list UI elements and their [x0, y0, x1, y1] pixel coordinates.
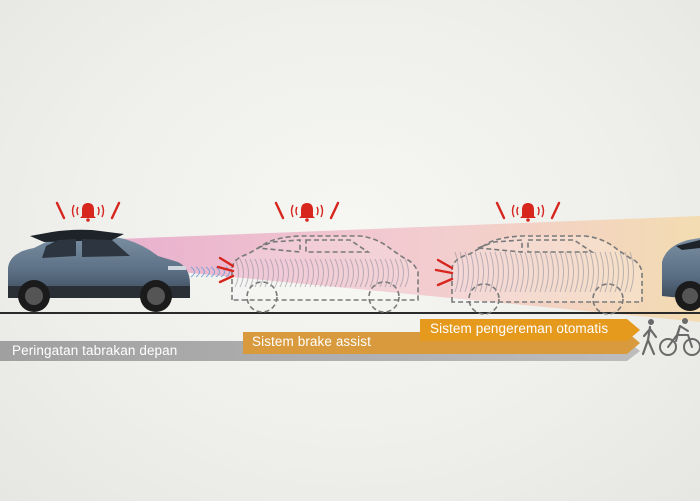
radar-wave-arc [344, 258, 349, 288]
radar-wave-arc [379, 258, 384, 288]
radar-wave-arc [284, 258, 289, 288]
radar-wave-arc [474, 251, 479, 293]
radar-wave-arc [359, 258, 364, 288]
radar-wave-arc [619, 251, 624, 293]
obstacle-car [662, 238, 700, 311]
radar-wave-arc [609, 251, 614, 293]
radar-wave-arc [364, 258, 369, 288]
radar-wave-arc [195, 266, 200, 278]
radar-wave-arc [274, 258, 279, 288]
radar-wave-arc [259, 258, 264, 288]
radar-wave-arc [269, 258, 274, 288]
radar-wave-arc [205, 266, 210, 278]
detection-chevron-1 [216, 256, 235, 284]
radar-wave-arc [215, 266, 220, 278]
alarm-bell-icon [495, 201, 561, 222]
radar-beam [118, 216, 700, 322]
radar-wave-arc [534, 251, 539, 293]
radar-wave-arc [324, 258, 329, 288]
radar-wave-arc [239, 258, 244, 288]
radar-wave-arc [404, 258, 409, 288]
radar-wave-arc [584, 251, 589, 293]
radar-wave-arc [479, 251, 484, 293]
ghost-car-2 [451, 235, 643, 315]
radar-wave-arc [569, 251, 574, 293]
alarm-bell-icon [274, 201, 340, 222]
automatic-braking-bar [420, 319, 640, 341]
radar-wave-arc [314, 258, 319, 288]
radar-wave-arc [309, 258, 314, 288]
radar-wave-arc [299, 258, 304, 288]
radar-wave-arc [200, 266, 205, 278]
radar-waves [190, 251, 634, 293]
radar-wave-arc [564, 251, 569, 293]
radar-wave-arc [394, 258, 399, 288]
radar-wave-arc [459, 251, 464, 293]
radar-wave-arc [589, 251, 594, 293]
radar-wave-arc [524, 251, 529, 293]
radar-wave-arc [499, 251, 504, 293]
cyclist-icon [659, 318, 700, 356]
radar-wave-arc [210, 266, 215, 278]
radar-wave-arc [279, 258, 284, 288]
radar-wave-arc [464, 251, 469, 293]
radar-wave-arc [264, 258, 269, 288]
radar-wave-arc [629, 251, 634, 293]
radar-wave-arc [399, 258, 404, 288]
radar-wave-arc [319, 258, 324, 288]
radar-wave-arc [489, 251, 494, 293]
radar-wave-arc [294, 258, 299, 288]
radar-wave-arc [494, 251, 499, 293]
radar-wave-arc [334, 258, 339, 288]
radar-wave-arc [254, 258, 259, 288]
radar-wave-arc [539, 251, 544, 293]
radar-wave-arc [509, 251, 514, 293]
radar-wave-arc [244, 258, 249, 288]
radar-wave-arc [329, 258, 334, 288]
road-line [0, 312, 700, 314]
automatic-braking-label: Sistem pengereman otomatis [430, 321, 609, 336]
radar-wave-arc [374, 258, 379, 288]
radar-wave-arc [514, 251, 519, 293]
radar-wave-arc [554, 251, 559, 293]
radar-wave-arc [544, 251, 549, 293]
brake-assist-label: Sistem brake assist [252, 334, 371, 349]
radar-wave-arc [624, 251, 629, 293]
forward-collision-warning-label: Peringatan tabrakan depan [12, 343, 178, 358]
radar-wave-arc [304, 258, 309, 288]
radar-wave-arc [504, 251, 509, 293]
radar-wave-arc [599, 251, 604, 293]
radar-wave-arc [249, 258, 254, 288]
radar-wave-arc [484, 251, 489, 293]
radar-wave-arc [454, 251, 459, 293]
radar-wave-arc [594, 251, 599, 293]
radar-wave-arc [559, 251, 564, 293]
radar-wave-arc [339, 258, 344, 288]
radar-wave-arc [469, 251, 474, 293]
alarm-bell-icon [55, 201, 121, 222]
radar-wave-arc [225, 266, 230, 278]
detection-chevron-2 [434, 258, 454, 287]
radar-wave-arc [579, 251, 584, 293]
radar-wave-arc [389, 258, 394, 288]
radar-wave-arc [349, 258, 354, 288]
radar-wave-arc [384, 258, 389, 288]
radar-wave-arc [354, 258, 359, 288]
radar-wave-arc [289, 258, 294, 288]
radar-wave-arc [529, 251, 534, 293]
radar-wave-arc [549, 251, 554, 293]
main-car [8, 229, 190, 312]
radar-wave-arc [519, 251, 524, 293]
radar-wave-arc [614, 251, 619, 293]
pedestrian-icon [641, 319, 658, 356]
radar-wave-arc [369, 258, 374, 288]
radar-wave-arc [604, 251, 609, 293]
radar-wave-arc [234, 258, 239, 288]
radar-wave-arc [190, 266, 195, 278]
radar-wave-arc [574, 251, 579, 293]
